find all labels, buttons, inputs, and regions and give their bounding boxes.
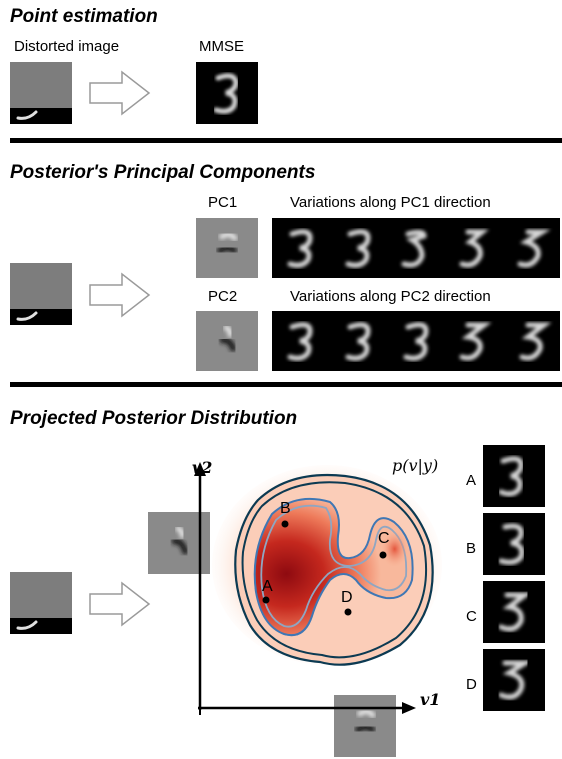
posterior-density-plot — [194, 462, 442, 715]
sample-image-c — [483, 581, 545, 643]
side-label-a: A — [466, 472, 477, 489]
side-label-d: D — [466, 676, 477, 693]
pc2-label: PC2 — [208, 288, 238, 305]
sample-image-d — [483, 649, 545, 711]
point-marker-a — [262, 596, 270, 604]
distorted-image — [10, 62, 72, 124]
sample-image-b — [483, 513, 545, 575]
point-estimation-title: Point estimation — [10, 6, 158, 27]
pc2-variations-label: Variations along PC2 direction — [290, 288, 491, 305]
right-arrow-icon — [89, 272, 151, 318]
point-marker-d — [344, 608, 352, 616]
side-label-c: C — [466, 608, 477, 625]
point-label-a: A — [262, 578, 273, 595]
pc1-image — [196, 218, 258, 278]
x-axis-arrow-icon — [402, 702, 416, 714]
principal-components-title: Posterior's Principal Components — [10, 162, 316, 183]
right-arrow-icon — [89, 70, 151, 116]
y-axis-arrow-icon — [194, 462, 206, 476]
pc1-variations-strip — [272, 218, 560, 278]
point-marker-b — [281, 520, 289, 528]
distorted-image — [10, 572, 72, 634]
density-label: p(v|y) — [392, 456, 439, 475]
v2-axis-label: v2 — [192, 458, 213, 477]
section-divider — [10, 382, 562, 387]
point-label-b: B — [280, 500, 291, 517]
projected-distribution-title: Projected Posterior Distribution — [10, 408, 298, 429]
pc2-variations-strip — [272, 311, 560, 371]
point-marker-c — [379, 551, 387, 559]
side-label-b: B — [466, 540, 477, 557]
point-label-c: C — [378, 530, 390, 547]
v1-axis-pc-image — [334, 695, 396, 757]
distorted-image-label: Distorted image — [14, 38, 120, 55]
mmse-image — [196, 62, 258, 124]
mmse-label: MMSE — [199, 38, 244, 55]
pc1-label: PC1 — [208, 194, 238, 211]
point-label-d: D — [341, 589, 353, 606]
pc2-image — [196, 311, 258, 371]
v1-axis-label: v1 — [420, 690, 441, 709]
right-arrow-icon — [89, 581, 151, 627]
distorted-image — [10, 263, 72, 325]
section-divider — [10, 138, 562, 143]
sample-image-a — [483, 445, 545, 507]
pc1-variations-label: Variations along PC1 direction — [290, 194, 491, 211]
